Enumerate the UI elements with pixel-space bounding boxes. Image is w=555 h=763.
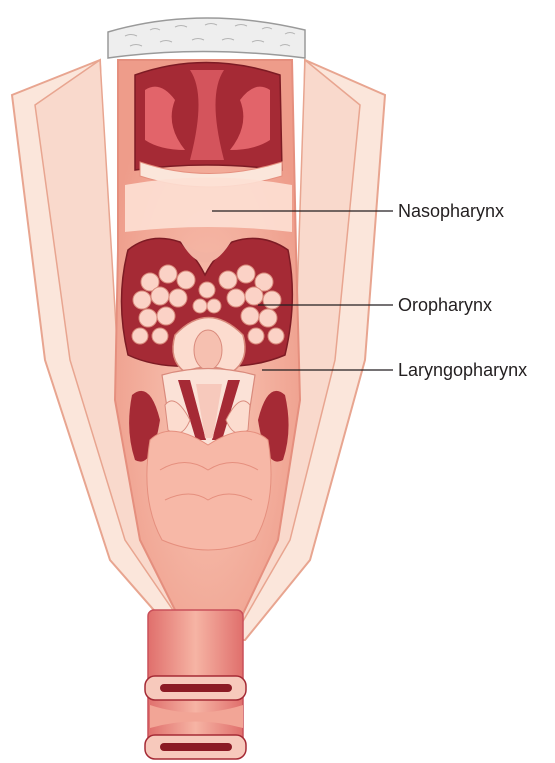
tracheal-ring-upper: [145, 676, 246, 700]
tracheal-ring-lower: [145, 735, 246, 759]
laryngopharynx-region: [147, 431, 271, 550]
label-oropharynx: Oropharynx: [398, 295, 492, 316]
label-nasopharynx: Nasopharynx: [398, 201, 504, 222]
nasopharynx-region: [125, 178, 292, 233]
label-laryngopharynx: Laryngopharynx: [398, 360, 527, 381]
